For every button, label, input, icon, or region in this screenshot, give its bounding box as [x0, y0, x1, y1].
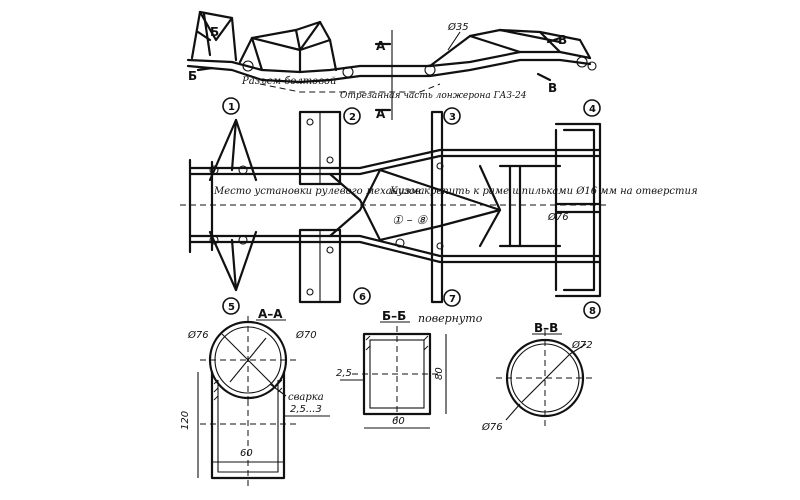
svg-text:1: 1 [228, 102, 235, 113]
svg-text:2: 2 [349, 112, 356, 123]
svg-text:8: 8 [589, 306, 596, 317]
bb-rotated-label: повернуто [418, 312, 483, 325]
bb-width: 60 [392, 416, 405, 427]
section-aa-title: А–А [258, 307, 283, 321]
point-6: 6 [353, 287, 371, 305]
section-aa: А–А Ø76 Ø70 сварка 2,5...3 60 120 [180, 307, 330, 490]
svg-text:4: 4 [589, 104, 596, 115]
arrow-a-top: А [376, 39, 386, 53]
arrow-v-top: В [558, 33, 567, 47]
point-3: 3 [443, 107, 461, 125]
weld-hatching [213, 335, 429, 401]
point-8: 8 [583, 301, 601, 319]
body-mount-label: Кузов крепить к раме шпильками Ø16 мм на… [389, 186, 698, 197]
bb-height: 80 [434, 367, 445, 380]
section-bb-title: Б–Б [382, 309, 406, 323]
section-vv-title: В–В [534, 321, 558, 335]
plan-view: Место установки рулевого механизма Кузов… [180, 97, 698, 319]
svg-text:7: 7 [449, 294, 456, 305]
section-bb: Б–Б повернуто 2,5 60 80 [336, 309, 483, 429]
bolt-joint-label: Разъем болтовой [241, 76, 336, 87]
arrow-b-top: Б [210, 25, 219, 39]
side-view: А А Б Б В В Ø35 Разъем болтовой Отрезанн… [186, 10, 597, 121]
body-mount-range: ① – ⑧ [392, 213, 428, 227]
point-2: 2 [343, 107, 361, 125]
diameter-76-plan-label: Ø76 [547, 211, 569, 223]
aa-width: 60 [240, 448, 253, 459]
point-7: 7 [443, 289, 461, 307]
aa-d76: Ø76 [187, 329, 209, 341]
section-vv: В–В Ø72 Ø76 [481, 321, 594, 433]
arrow-b-bottom: Б [188, 69, 197, 83]
bb-wall: 2,5 [336, 368, 352, 379]
aa-height: 120 [180, 411, 191, 430]
cut-part-label: Отрезанная часть лонжерона ГАЗ-24 [340, 91, 527, 101]
svg-text:6: 6 [359, 292, 366, 303]
aa-weld-label: сварка [288, 392, 324, 403]
arrow-a-bottom: А [376, 107, 386, 121]
steering-place-label: Место установки рулевого механизма [213, 186, 424, 197]
vv-d72: Ø72 [571, 339, 593, 351]
vv-d76: Ø76 [481, 421, 503, 433]
arrow-v-bottom: В [548, 81, 557, 95]
point-4: 4 [583, 99, 601, 117]
svg-text:5: 5 [228, 302, 235, 313]
svg-text:3: 3 [449, 112, 456, 123]
diameter-35-label: Ø35 [447, 21, 469, 33]
aa-d70: Ø70 [295, 329, 317, 341]
point-1: 1 [222, 97, 240, 115]
point-5: 5 [222, 297, 240, 315]
aa-wall: 2,5...3 [290, 404, 322, 415]
